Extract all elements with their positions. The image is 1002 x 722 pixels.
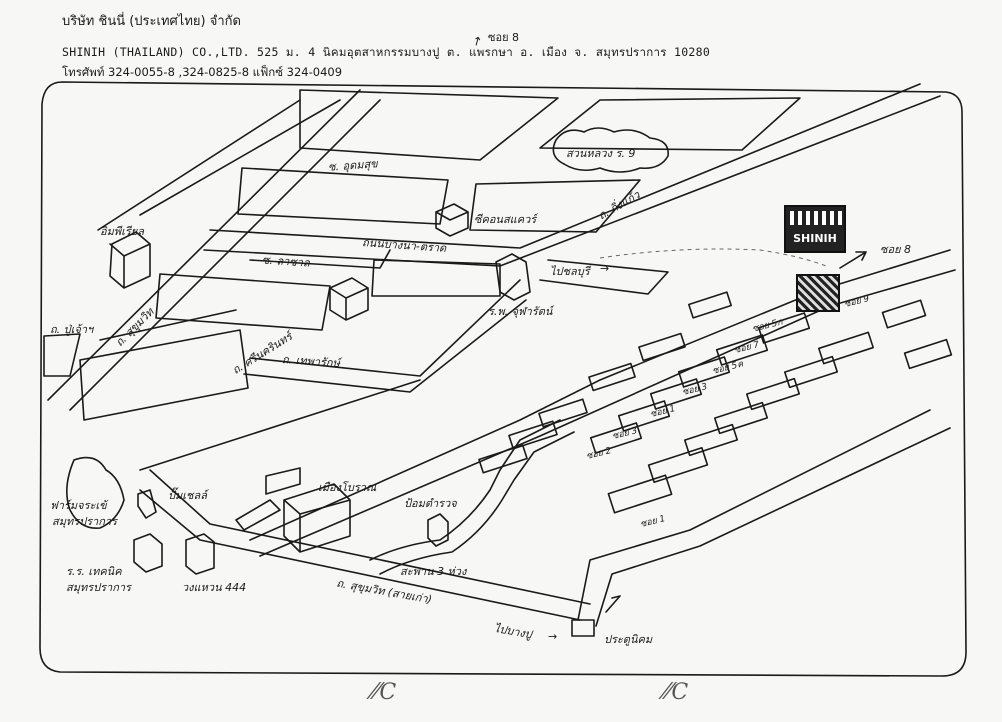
road-inner <box>139 379 421 471</box>
road-winding <box>379 431 575 575</box>
road-srinakarin <box>99 309 237 341</box>
road-sukhumvit-old <box>139 489 581 621</box>
label-crocodile-farm-2: สมุทรปราการ <box>52 515 117 528</box>
estate-block <box>713 401 769 435</box>
block <box>155 273 331 331</box>
label-gas-station: ปั๊มเชลล์ <box>168 489 207 502</box>
road-long <box>69 99 381 411</box>
company-name-thai: บริษัท ชินนี่ (ประเทศไทย) จำกัด <box>62 14 241 29</box>
road-estate <box>595 427 951 627</box>
estate-block <box>589 422 643 454</box>
shinih-factory-icon <box>796 274 840 312</box>
label-pom: ป้อมตำรวจ <box>404 497 457 510</box>
estate-block <box>638 332 686 362</box>
estate-block <box>903 338 953 370</box>
estate-block <box>745 377 801 411</box>
crocodile-farm-area <box>66 456 125 529</box>
label-suan-luang: สวนหลวง ร. 9 <box>566 147 636 160</box>
estate-block <box>715 334 769 366</box>
label-to-chonburi: ไปชลบุรี <box>550 265 590 278</box>
building <box>329 277 369 321</box>
company-address: SHINIH (THAILAND) CO.,LTD. 525 ม. 4 นิคม… <box>62 45 711 59</box>
label-technic: ร.ร. เทคนิค <box>66 565 122 578</box>
estate-block <box>508 420 558 450</box>
label-chulalongkorn: ร.พ. จุฬารัตน์ <box>488 305 553 318</box>
label-pratu-nikom: ประตูนิคม <box>604 633 653 646</box>
estate-block <box>588 362 636 392</box>
estate-block <box>677 356 731 388</box>
label-emporium: อิมพีเรียล <box>100 225 144 238</box>
soi-8-top-label: ซอย 8 <box>488 31 520 44</box>
block <box>539 97 801 151</box>
block <box>371 259 501 297</box>
building <box>495 253 531 301</box>
building <box>265 467 301 495</box>
block <box>299 89 559 161</box>
arrow-right-icon: → <box>600 262 610 275</box>
company-phone: โทรศัพท์ 324-0055-8 ,324-0825-8 แฟ็กซ์ 3… <box>62 65 343 79</box>
building <box>435 203 469 237</box>
estate-block <box>538 398 588 428</box>
estate-block <box>688 291 732 319</box>
building <box>133 533 163 573</box>
suan-luang-area <box>552 127 669 173</box>
label-muang-boran: เมืองโบราณ <box>318 481 377 494</box>
building <box>185 533 215 575</box>
label-three-bridges: สะพาน 3 ห่วง <box>400 565 467 578</box>
block <box>237 167 449 225</box>
shinih-logo: SHINIH <box>784 205 846 253</box>
block <box>79 329 249 421</box>
road-inner <box>249 249 951 541</box>
estate-block <box>647 446 709 484</box>
arrow-icon <box>605 595 621 613</box>
route-dashed <box>599 248 827 267</box>
signature-mark: ⁄⁄C <box>372 680 397 705</box>
road-thepharak <box>243 299 527 393</box>
label-crocodile-farm: ฟาร์มจระเข้ <box>50 499 107 512</box>
label-seacon: ซีคอนสแควร์ <box>474 213 537 226</box>
map-frame <box>39 81 967 677</box>
arrow-icon <box>839 251 867 269</box>
building <box>137 489 157 519</box>
arrow-right-icon: → <box>548 630 558 643</box>
road-lasalle <box>249 249 391 269</box>
estate-block <box>818 331 874 365</box>
road-inner <box>259 269 956 557</box>
estate-block <box>881 299 927 329</box>
building <box>235 499 281 531</box>
estate-block <box>617 400 671 432</box>
road-sukhumvit-old <box>149 469 591 605</box>
label-chalermsuk: ซ. อุดมสุข <box>327 157 379 174</box>
building <box>283 483 351 553</box>
road-estate <box>577 409 931 621</box>
label-soi-8-right: ซอย 8 <box>880 243 912 256</box>
signature-mark: ⁄⁄C <box>664 680 689 705</box>
estate-block <box>683 423 739 457</box>
road-bangna <box>209 83 921 249</box>
road-sukhumvit <box>97 99 301 231</box>
label-lasalle: ซ. ลาซาล <box>261 253 311 270</box>
label-wongwaen: วงแหวน 444 <box>182 581 247 594</box>
road-thepharak <box>249 279 521 377</box>
road-winding <box>369 419 561 561</box>
road-long <box>47 89 361 401</box>
label-puchao: ถ. ปู่เจ้าฯ <box>50 323 94 336</box>
building <box>109 231 151 289</box>
label-technic-2: สมุทรปราการ <box>66 581 131 594</box>
estate-block <box>607 474 673 514</box>
road-sukhumvit <box>139 99 341 216</box>
block <box>43 333 81 377</box>
gate-building <box>571 619 595 637</box>
chonburi-road <box>539 259 669 295</box>
building <box>427 513 449 547</box>
estate-block <box>783 355 839 389</box>
estate-block <box>478 444 528 474</box>
block <box>469 179 641 233</box>
estate-block <box>649 378 703 410</box>
